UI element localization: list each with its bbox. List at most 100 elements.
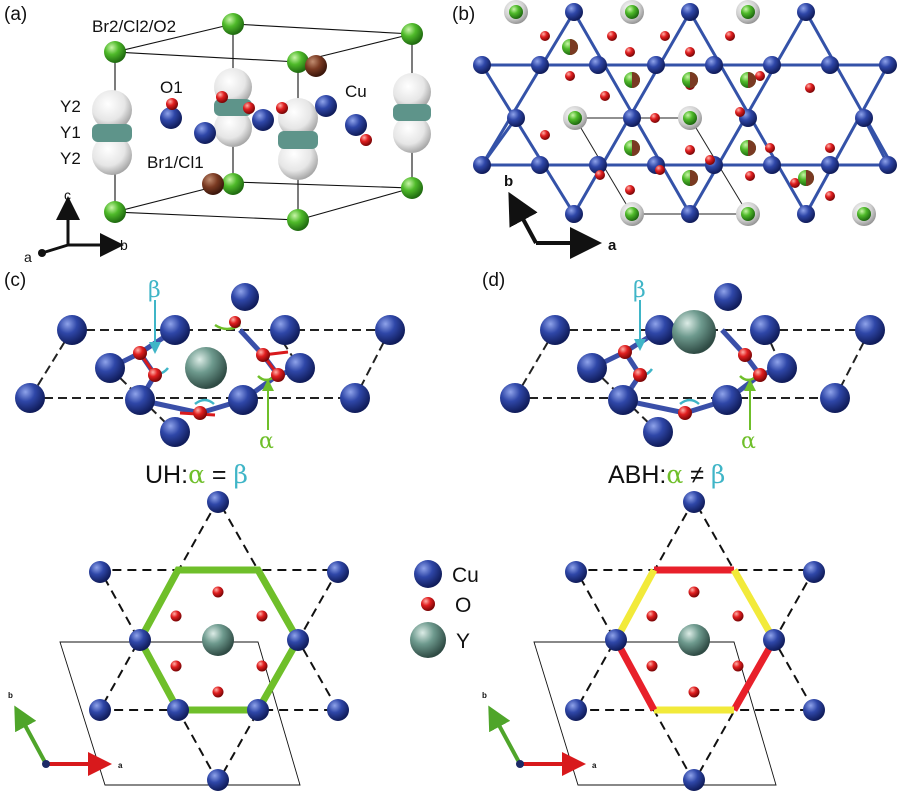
axis-a-label: a	[24, 249, 32, 265]
br-site-inner	[625, 207, 639, 221]
kagome-line	[804, 11, 890, 159]
cu-atom	[855, 109, 873, 127]
br-atoms-a	[104, 13, 423, 231]
o-atom	[540, 130, 550, 140]
axis-c-label: c	[64, 187, 71, 203]
label-br2-site: Br2/Cl2/O2	[92, 17, 176, 36]
o-atom	[825, 191, 835, 201]
cu-atoms-d	[500, 283, 885, 447]
cu-atom	[681, 205, 699, 223]
y-atom-d-bottom	[678, 624, 710, 656]
panel-c: (c)	[4, 270, 405, 791]
cu-atom	[763, 56, 781, 74]
br-site-inner	[568, 111, 582, 125]
label-y2-bottom: Y2	[60, 149, 81, 168]
hexagon-abh	[612, 566, 778, 714]
axes-b: a b	[504, 173, 617, 259]
label-y2-top: Y2	[60, 97, 81, 116]
o-atom	[765, 143, 775, 153]
axis-b-label-d: b	[482, 691, 487, 700]
label-cu: Cu	[345, 82, 367, 101]
cu-atom	[821, 56, 839, 74]
br-site-inner	[683, 111, 697, 125]
o-atom	[685, 145, 695, 155]
o-atom	[607, 31, 617, 41]
o-atom	[725, 31, 735, 41]
cu-atom	[589, 56, 607, 74]
caption-c: UH:α = β	[145, 460, 248, 489]
br-site-inner	[741, 5, 755, 19]
unit-cell-d	[533, 641, 777, 786]
legend-cu-label: Cu	[452, 564, 479, 587]
kagome-line	[480, 11, 576, 166]
panel-d: (d)	[482, 270, 885, 791]
br-mixed-half	[570, 39, 578, 55]
br-site-inner	[509, 5, 523, 19]
y-atom-d	[672, 310, 716, 354]
br-mixed-half	[748, 140, 756, 156]
panel-b: (b) a b	[452, 0, 897, 259]
o-atoms-b	[540, 31, 835, 201]
cu-atom	[879, 56, 897, 74]
br-site-inner	[625, 5, 639, 19]
cu-atom	[821, 156, 839, 174]
panel-a-label: (a)	[4, 4, 27, 25]
beta-label-d: β	[633, 278, 646, 303]
o-atoms-d-bottom	[646, 586, 744, 698]
kagome-line	[804, 64, 890, 215]
kagome-line	[480, 64, 576, 215]
o-atoms-a	[166, 91, 372, 146]
cu-atom	[473, 156, 491, 174]
o-atom	[565, 71, 575, 81]
o-atom	[790, 178, 800, 188]
cu-atom	[797, 205, 815, 223]
label-y1: Y1	[60, 123, 81, 142]
cu-atom	[879, 156, 897, 174]
br-mixed-half	[806, 170, 814, 186]
cu-atom	[763, 156, 781, 174]
cu-atoms-c-bottom	[89, 491, 349, 791]
o-atom	[735, 107, 745, 117]
alpha-label-d: α	[741, 429, 756, 454]
br-mixed-half	[632, 140, 640, 156]
axes-c: a b	[8, 691, 123, 776]
cu-atom	[589, 156, 607, 174]
br-mixed-half	[632, 72, 640, 88]
cu-atoms-b	[473, 3, 897, 223]
axis-b-label-c: b	[8, 691, 13, 700]
o-atom	[625, 47, 635, 57]
o-atoms-c-bottom	[170, 586, 268, 698]
o-atom	[755, 71, 765, 81]
kagome-line	[480, 117, 518, 166]
caption-d: ABH:α ≠ β	[608, 460, 725, 489]
br-mixed-half	[748, 72, 756, 88]
o-atoms-c	[133, 316, 285, 420]
legend-y-swatch	[410, 622, 446, 658]
y-column-right	[393, 73, 431, 153]
y-atom-c	[185, 347, 227, 389]
br-mixed-half	[690, 72, 698, 88]
cu-atom	[565, 3, 583, 21]
o-atoms-d	[618, 345, 767, 420]
cu-atom	[705, 56, 723, 74]
axes-d: a b	[482, 691, 597, 776]
cu-atoms-a	[160, 95, 367, 144]
o-atom	[685, 47, 695, 57]
o-atom	[705, 155, 715, 165]
axis-b-label: b	[120, 237, 128, 253]
br-mixed-half	[690, 170, 698, 186]
cu-atom	[797, 3, 815, 21]
o-atom	[540, 31, 550, 41]
label-o1: O1	[160, 78, 183, 97]
legend-y-label: Y	[456, 630, 470, 653]
o-atom	[655, 165, 665, 175]
o-atom	[745, 171, 755, 181]
br-atoms-b	[504, 0, 876, 226]
axis-a-label-d: a	[592, 761, 597, 770]
cu-atom	[531, 56, 549, 74]
cu-atom	[473, 56, 491, 74]
panel-b-label: (b)	[452, 4, 475, 25]
panel-d-label: (d)	[482, 270, 505, 291]
